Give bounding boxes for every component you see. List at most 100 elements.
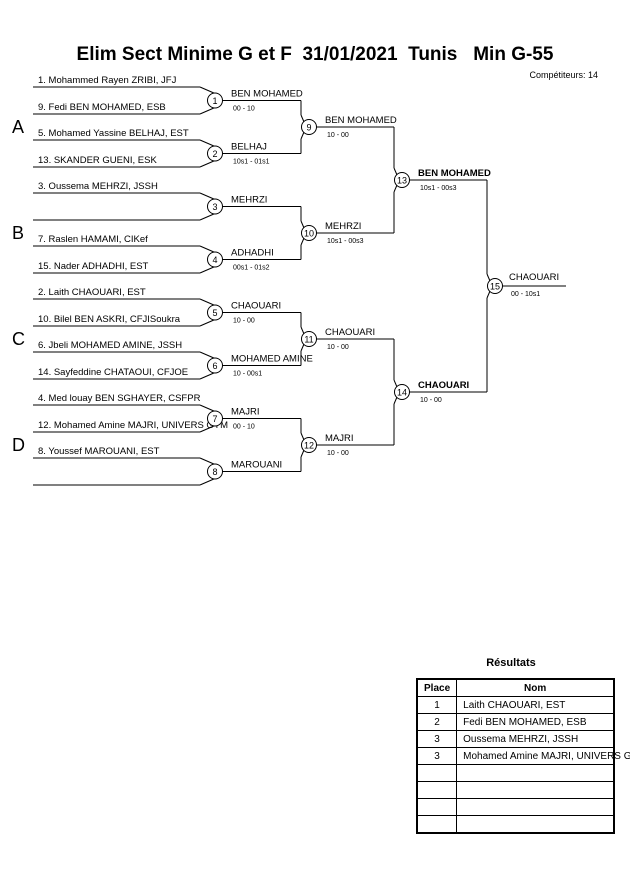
score-label: 10 - 00 xyxy=(327,132,349,139)
score-label: 00s1 - 01s2 xyxy=(233,265,270,272)
match-number-circle xyxy=(207,304,223,321)
match-number-circle xyxy=(301,119,317,135)
winner-label: CHAOUARI xyxy=(325,327,375,338)
winner-label: BELHAJ xyxy=(231,142,267,153)
entry-connector xyxy=(199,298,216,306)
winner-label: MEHRZI xyxy=(325,221,361,232)
entry-name: 10. Bilel BEN ASKRI, CFJISoukra xyxy=(38,314,181,325)
match-number: 2 xyxy=(212,149,217,159)
match-number: 14 xyxy=(397,388,407,398)
score-label: 10 - 00s1 xyxy=(233,371,262,378)
match-number: 1 xyxy=(212,96,217,106)
score-label: 00 - 10 xyxy=(233,424,255,431)
pool-letter: D xyxy=(12,435,25,455)
winner-label: MAROUANI xyxy=(231,460,282,471)
results-row xyxy=(416,815,615,834)
results-row xyxy=(416,798,615,816)
pool-letter: B xyxy=(12,223,24,243)
match-number: 4 xyxy=(212,255,217,265)
results-name xyxy=(456,815,615,834)
entry-connector xyxy=(199,425,216,433)
score-label: 10 - 00 xyxy=(420,397,442,404)
results-name: Laith CHAOUARI, EST xyxy=(456,696,615,714)
bracket-connector xyxy=(300,114,305,123)
results-place xyxy=(416,815,458,834)
bracket-connector xyxy=(393,379,398,388)
results-name xyxy=(456,781,615,799)
bracket-connector xyxy=(393,184,398,193)
match-number: 13 xyxy=(397,176,407,186)
score-label: 10s1 - 01s1 xyxy=(233,159,270,166)
match-number: 15 xyxy=(490,282,500,292)
winner-label: MEHRZI xyxy=(231,195,267,206)
match-number: 11 xyxy=(304,335,313,345)
entry-name: 3. Oussema MEHRZI, JSSH xyxy=(38,181,158,192)
score-label: 10s1 - 00s3 xyxy=(420,185,457,192)
results-name: Mohamed Amine MAJRI, UNIVERS GYM xyxy=(456,747,630,765)
entry-name: 6. Jbeli MOHAMED AMINE, JSSH xyxy=(38,340,182,351)
entry-name: 13. SKANDER GUENI, ESK xyxy=(38,155,157,166)
match-number-circle xyxy=(207,145,223,162)
match-number-circle xyxy=(207,463,223,480)
page-title: Elim Sect Minime G et F 31/01/2021 Tunis… xyxy=(76,44,554,65)
entry-name: 5. Mohamed Yassine BELHAJ, EST xyxy=(38,128,189,139)
bracket-connector xyxy=(300,220,305,229)
match-number: 3 xyxy=(212,202,217,212)
winner-label: MAJRI xyxy=(325,433,354,444)
bracket-connector xyxy=(300,343,305,352)
results-place: 3 xyxy=(416,730,458,748)
match-number-circle xyxy=(207,251,223,268)
match-number: 9 xyxy=(306,123,311,133)
results-name: Oussema MEHRZI, JSSH xyxy=(456,730,615,748)
match-number-circle xyxy=(301,331,317,347)
match-number-circle xyxy=(207,92,223,109)
final-winner-label: CHAOUARI xyxy=(509,272,559,283)
entry-connector xyxy=(199,160,216,168)
results-place xyxy=(416,764,458,782)
bracket-connector xyxy=(300,237,305,246)
pool-letter: A xyxy=(12,117,24,137)
match-number-circle xyxy=(207,410,223,427)
winner-label: ADHADHI xyxy=(231,248,274,259)
match-number-circle xyxy=(301,437,317,453)
entry-name: 14. Sayfeddine CHATAOUI, CFJOE xyxy=(38,367,188,378)
entry-connector xyxy=(199,192,216,200)
match-number-circle xyxy=(301,225,317,241)
match-number-circle xyxy=(394,172,410,188)
entry-connector xyxy=(199,139,216,147)
entry-name: 1. Mohammed Rayen ZRIBI, JFJ xyxy=(38,75,177,86)
entry-name: 4. Med louay BEN SGHAYER, CSFPR xyxy=(38,393,201,404)
bracket-connector xyxy=(393,167,398,176)
entry-connector xyxy=(199,213,216,221)
results-name: Fedi BEN MOHAMED, ESB xyxy=(456,713,615,731)
match-number: 6 xyxy=(212,361,217,371)
match-number: 5 xyxy=(212,308,217,318)
entry-connector xyxy=(199,107,216,115)
entry-name: 12. Mohamed Amine MAJRI, UNIVERS GYM xyxy=(38,420,228,431)
entry-connector xyxy=(199,457,216,465)
results-header-place: Place xyxy=(416,678,458,697)
entry-connector xyxy=(199,245,216,253)
results-place: 1 xyxy=(416,696,458,714)
bracket-connector xyxy=(486,273,491,282)
score-label: 00 - 10 xyxy=(233,106,255,113)
entry-connector xyxy=(199,372,216,380)
pool-letter: C xyxy=(12,329,25,349)
results-header-row: Place Nom xyxy=(416,678,615,697)
bracket-connector xyxy=(300,326,305,335)
score-label: 10s1 - 00s3 xyxy=(327,238,364,245)
final-score-label: 00 - 10s1 xyxy=(511,291,540,298)
competitor-count: Compétiteurs: 14 xyxy=(529,70,598,80)
entry-connector xyxy=(199,86,216,94)
match-number: 10 xyxy=(304,229,314,239)
results-place: 2 xyxy=(416,713,458,731)
results-name xyxy=(456,798,615,816)
winner-label: CHAOUARI xyxy=(418,380,469,391)
match-number: 12 xyxy=(304,441,314,451)
winner-label: BEN MOHAMED xyxy=(231,89,303,100)
winner-label: BEN MOHAMED xyxy=(418,168,491,179)
